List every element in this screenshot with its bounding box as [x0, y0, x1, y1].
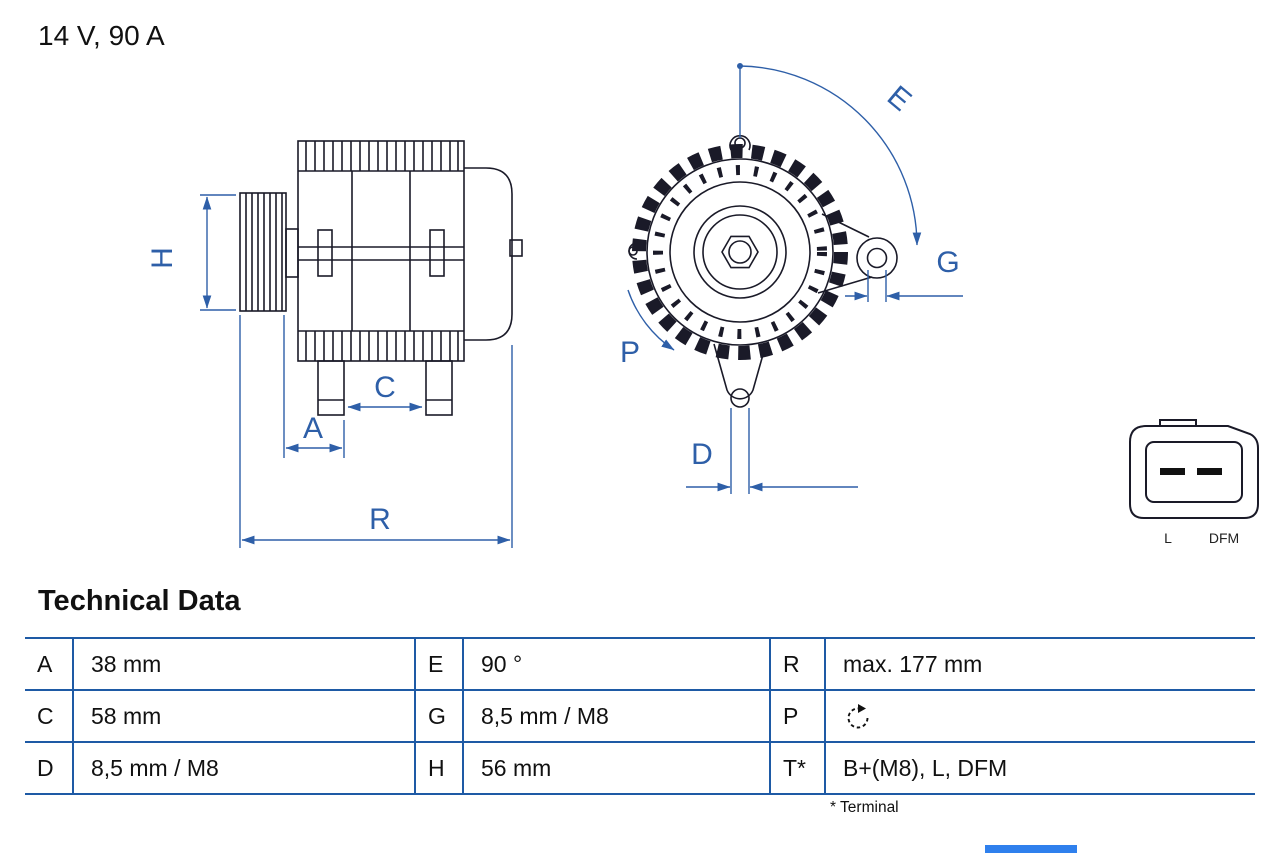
dimension-annotations: H A C R E — [146, 63, 963, 548]
pulley — [239, 192, 299, 312]
dimension-label-e: E — [881, 80, 918, 118]
spec-value-p — [825, 690, 1255, 742]
connector-diagram — [1129, 419, 1259, 519]
spec-value-r: max. 177 mm — [843, 650, 983, 677]
mounting-lug-bottom — [713, 343, 767, 408]
dimension-label-g: G — [936, 246, 959, 279]
mounting-feet — [317, 360, 453, 416]
table-row: D 8,5 mm / M8 H 56 mm T* B+(M8), L, DFM — [25, 742, 1255, 794]
spec-value-c: 58 mm — [91, 702, 162, 729]
technical-drawing: H A C R E — [146, 63, 1259, 548]
dimension-h: H — [146, 194, 236, 311]
technical-data-title: Technical Data — [38, 585, 241, 617]
spec-value-h: 56 mm — [481, 754, 552, 781]
spec-value-a: 38 mm — [91, 650, 162, 677]
spec-key-a: A — [25, 638, 74, 690]
spec-key-r: R — [769, 638, 826, 690]
dimension-d: D — [686, 408, 858, 494]
table-row: A 38 mm E 90 ° R max. 177 mm — [25, 638, 1255, 690]
dimension-g: G — [845, 246, 963, 302]
rear-housing — [464, 167, 523, 341]
spec-value-e: 90 ° — [481, 650, 523, 677]
terminal-footnote: * Terminal — [830, 799, 899, 816]
spec-value-g: 8,5 mm / M8 — [481, 702, 609, 729]
spec-key-p: P — [769, 690, 826, 742]
spec-key-c: C — [25, 690, 74, 742]
dimension-label-r: R — [369, 503, 391, 536]
dimension-label-h: H — [146, 247, 179, 269]
spec-key-d: D — [25, 742, 74, 794]
rotation-direction-icon — [847, 704, 869, 729]
dimension-r: R — [239, 315, 513, 548]
dimension-a: A — [283, 315, 345, 458]
spec-value-d: 8,5 mm / M8 — [91, 754, 219, 781]
connector-pin-label-dfm: DFM — [1209, 530, 1239, 546]
product-rating: 14 V, 90 A — [38, 20, 165, 51]
dimension-label-a: A — [303, 412, 323, 445]
spec-key-e: E — [414, 638, 464, 690]
dimension-p: P — [620, 289, 675, 369]
connector-pin-label-l: L — [1164, 530, 1172, 546]
dimension-label-p: P — [620, 336, 640, 369]
connector-terminal-bars — [1160, 468, 1222, 475]
spec-key-h: H — [414, 742, 464, 794]
dimension-label-c: C — [374, 371, 396, 404]
spec-key-t: T* — [769, 742, 826, 794]
table-row: C 58 mm G 8,5 mm / M8 P — [25, 690, 1255, 742]
side-view-drawing — [239, 140, 523, 416]
dimension-label-d: D — [691, 438, 713, 471]
bottom-scroll-indicator[interactable] — [985, 845, 1077, 853]
front-view-drawing — [628, 134, 898, 408]
hub-and-nut — [693, 205, 787, 299]
spec-value-t: B+(M8), L, DFM — [843, 754, 1008, 781]
fan-ring — [632, 144, 848, 360]
technical-data-table: A 38 mm E 90 ° R max. 177 mm C 58 mm G 8… — [25, 637, 1255, 795]
alternator-body — [297, 140, 465, 362]
dimension-c: C — [347, 371, 423, 412]
spec-key-g: G — [414, 690, 464, 742]
